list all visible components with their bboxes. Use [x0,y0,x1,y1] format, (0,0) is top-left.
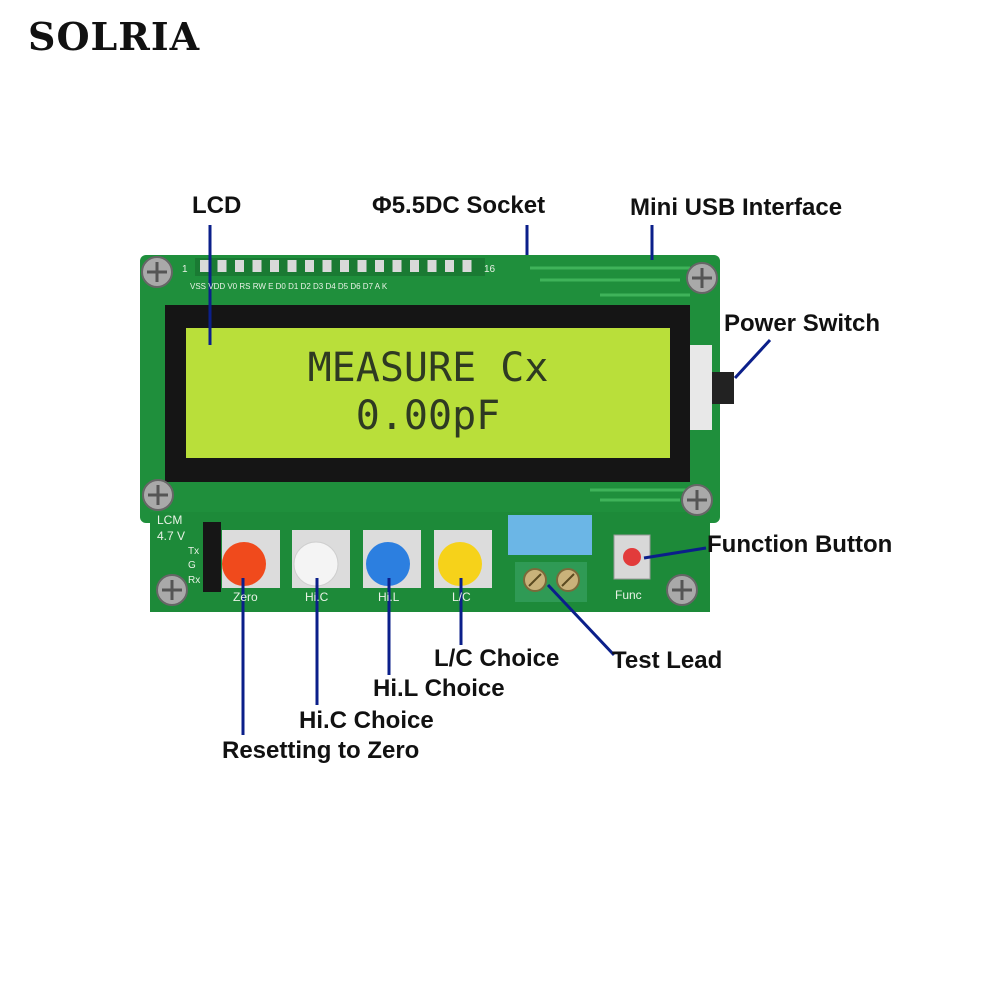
callout-usb: Mini USB Interface [630,194,843,221]
header-pin [322,260,332,272]
silk-lcm: LCM [157,513,183,527]
callout-lcd: LCD [192,192,242,219]
header-pin [305,260,314,272]
header-pin [340,260,349,272]
lcd-screen [186,328,670,458]
lcd-line-1: MEASURE Cx [307,345,549,391]
mount-screw [156,574,188,606]
mount-screw [686,262,718,294]
callout-hil-choice: Hi.L Choice [373,675,505,702]
header-pin [217,260,227,272]
callout-lc-choice: L/C Choice [434,645,560,672]
callout-power-switch: Power Switch [724,310,881,337]
mount-screw [666,574,698,606]
silk-pin-rx: Rx [188,575,201,586]
jumper-box [508,515,592,555]
header-pin [357,260,367,272]
brand-logo: SOLRIA [28,14,201,59]
silk-btn-lc: L/C [452,590,471,604]
header-pin [375,260,384,272]
header-pin [200,260,209,272]
silk-voltage: 4.7 V [157,529,186,543]
switch-bracket [690,345,712,430]
leader-func [643,546,707,560]
power-switch [712,372,734,404]
header-pin [270,260,279,272]
silk-btn-zero: Zero [233,590,258,604]
leader-test-lead [546,583,616,657]
silk-pin-labels: VSS VDD V0 RS RW E D0 D1 D2 D3 D4 D5 D6 … [190,282,388,291]
mount-screw [142,479,174,511]
serial-header [203,522,221,592]
silk-btn-hic: Hi.C [305,590,329,604]
header-pin [427,260,437,272]
btn-lc-cap [438,542,482,586]
header-pin [410,260,419,272]
mount-screw [681,484,713,516]
header-pin [252,260,262,272]
silk-pin-g: G [188,560,196,571]
callout-hic-choice: Hi.C Choice [299,707,434,734]
btn-func-cap [623,548,641,566]
header-pin [287,260,297,272]
callout-test-lead: Test Lead [612,647,723,674]
mount-screw [141,256,173,288]
callout-dc-socket: Φ5.5DC Socket [372,192,546,219]
silk-pin-16: 16 [484,264,496,275]
pcb-trace [530,266,690,502]
header-pin [392,260,402,272]
silk-btn-func: Func [615,588,642,602]
callout-zero: Resetting to Zero [222,737,420,764]
header-pin [445,260,454,272]
silk-btn-hil: Hi.L [378,590,400,604]
btn-zero-cap [222,542,266,586]
leader-power [733,338,772,380]
header-pin [462,260,472,272]
header-pin [235,260,244,272]
silk-pin-tx: Tx [188,546,200,557]
silk-pin-1: 1 [182,264,188,275]
lcd-line-2: 0.00pF [355,393,501,439]
callout-function-button: Function Button [707,531,893,558]
btn-hil-cap [366,542,410,586]
header-pins [195,258,485,276]
leader-lines [208,225,772,735]
